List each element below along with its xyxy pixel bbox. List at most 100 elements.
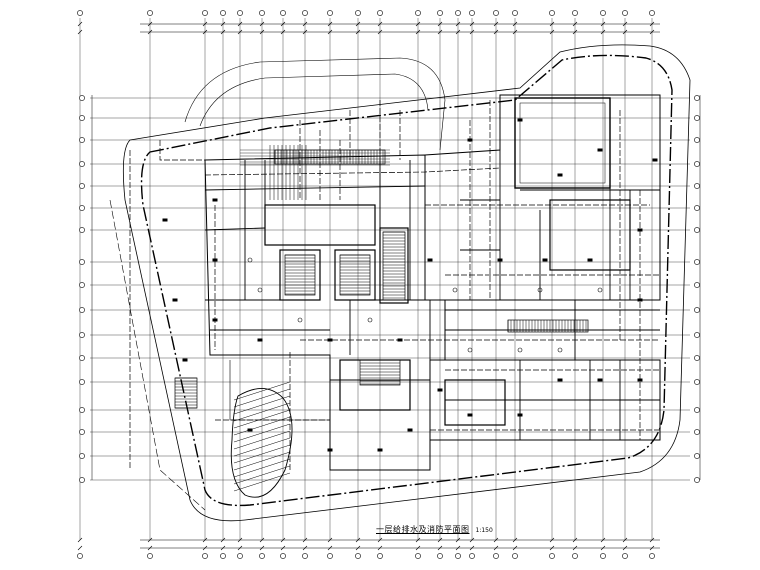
hydrant-symbol	[182, 358, 188, 362]
axis-bubble-top	[437, 10, 443, 16]
axis-bubble-left	[79, 259, 85, 265]
axis-bubble-left	[79, 183, 85, 189]
axis-bubble-left	[79, 429, 85, 435]
axis-bubble-top	[259, 10, 265, 16]
axis-bubble-bottom	[147, 553, 153, 559]
axis-bubble-left	[79, 355, 85, 361]
axis-bubble-right	[694, 429, 700, 435]
axis-bubble-top	[455, 10, 461, 16]
hydrant-symbol	[517, 413, 523, 417]
axis-bubble-top	[469, 10, 475, 16]
axis-bubble-right	[694, 205, 700, 211]
hydrant-symbol	[637, 228, 643, 232]
axis-bubble-top	[237, 10, 243, 16]
axis-bubble-left	[79, 205, 85, 211]
hydrant-symbol	[407, 428, 413, 432]
axis-bubble-right	[694, 282, 700, 288]
axis-bubble-bottom	[77, 553, 83, 559]
axis-bubble-bottom	[237, 553, 243, 559]
axis-bubble-bottom	[600, 553, 606, 559]
hydrant-symbol	[377, 448, 383, 452]
axis-bubble-top	[302, 10, 308, 16]
axis-bubble-top	[622, 10, 628, 16]
axis-bubble-top	[280, 10, 286, 16]
axis-bubble-right	[694, 307, 700, 313]
hydrant-symbol	[597, 148, 603, 152]
hydrant-symbol	[557, 173, 563, 177]
hydrant-symbol	[162, 218, 168, 222]
axis-bubble-bottom	[355, 553, 361, 559]
stair-hatching	[174, 149, 589, 409]
axis-bubble-bottom	[327, 553, 333, 559]
axis-bubble-bottom	[512, 553, 518, 559]
hydrant-symbol	[247, 428, 253, 432]
axis-bubble-right	[694, 332, 700, 338]
hydrant-symbol	[597, 378, 603, 382]
axis-bubble-left	[79, 227, 85, 233]
axis-bubble-left	[79, 95, 85, 101]
axis-bubble-top	[355, 10, 361, 16]
drain-symbol	[537, 287, 543, 293]
axis-bubble-top	[377, 10, 383, 16]
axis-bubble-right	[694, 453, 700, 459]
axis-bubble-top	[77, 10, 83, 16]
hydrant-symbol	[397, 338, 403, 342]
hydrant-symbol	[212, 258, 218, 262]
axis-bubble-top	[220, 10, 226, 16]
pipe-network	[129, 100, 660, 470]
axis-bubble-bottom	[220, 553, 226, 559]
drain-symbol	[452, 287, 458, 293]
drain-symbol	[557, 347, 563, 353]
axis-bubble-right	[694, 355, 700, 361]
axis-bubble-left	[79, 161, 85, 167]
axis-bubble-top	[512, 10, 518, 16]
axis-bubble-left	[79, 307, 85, 313]
hydrant-symbol	[497, 258, 503, 262]
interior-walls	[204, 98, 660, 440]
hydrant-symbol	[212, 198, 218, 202]
fixture-symbols	[162, 118, 658, 452]
axis-bubble-bottom	[259, 553, 265, 559]
axis-bubble-left	[79, 477, 85, 483]
axis-bubble-right	[694, 259, 700, 265]
axis-bubble-top	[572, 10, 578, 16]
axis-bubble-right	[694, 137, 700, 143]
axis-bubble-right	[694, 227, 700, 233]
hydrant-symbol	[587, 258, 593, 262]
core-rooms	[264, 199, 631, 426]
axis-bubble-top	[600, 10, 606, 16]
axis-bubble-left	[79, 407, 85, 413]
axis-bubble-top	[202, 10, 208, 16]
hydrant-symbol	[257, 338, 263, 342]
hydrant-symbol	[467, 413, 473, 417]
drain-symbol	[517, 347, 523, 353]
axis-bubble-right	[694, 115, 700, 121]
axis-bubble-bottom	[649, 553, 655, 559]
axis-bubble-left	[79, 282, 85, 288]
ramp-area	[230, 381, 293, 498]
hydrant-symbol	[427, 258, 433, 262]
axis-bubble-bottom	[455, 553, 461, 559]
axis-bubble-right	[694, 477, 700, 483]
axis-bubble-bottom	[622, 553, 628, 559]
axis-bubble-top	[649, 10, 655, 16]
axis-bubble-top	[549, 10, 555, 16]
drain-symbol	[257, 287, 263, 293]
axis-bubble-right	[694, 161, 700, 167]
axis-bubble-right	[694, 183, 700, 189]
axis-bubble-left	[79, 332, 85, 338]
axis-bubble-bottom	[469, 553, 475, 559]
drain-symbol	[597, 287, 603, 293]
hydrant-symbol	[542, 258, 548, 262]
axis-bubble-left	[79, 379, 85, 385]
axis-bubble-bottom	[549, 553, 555, 559]
hydrant-symbol	[637, 378, 643, 382]
axis-bubble-top	[327, 10, 333, 16]
hydrant-symbol	[517, 118, 523, 122]
axis-bubble-top	[493, 10, 499, 16]
building-outline	[204, 94, 661, 471]
hydrant-symbol	[327, 338, 333, 342]
axis-bubble-bottom	[377, 553, 383, 559]
hydrant-symbol	[212, 318, 218, 322]
drain-symbol	[467, 347, 473, 353]
